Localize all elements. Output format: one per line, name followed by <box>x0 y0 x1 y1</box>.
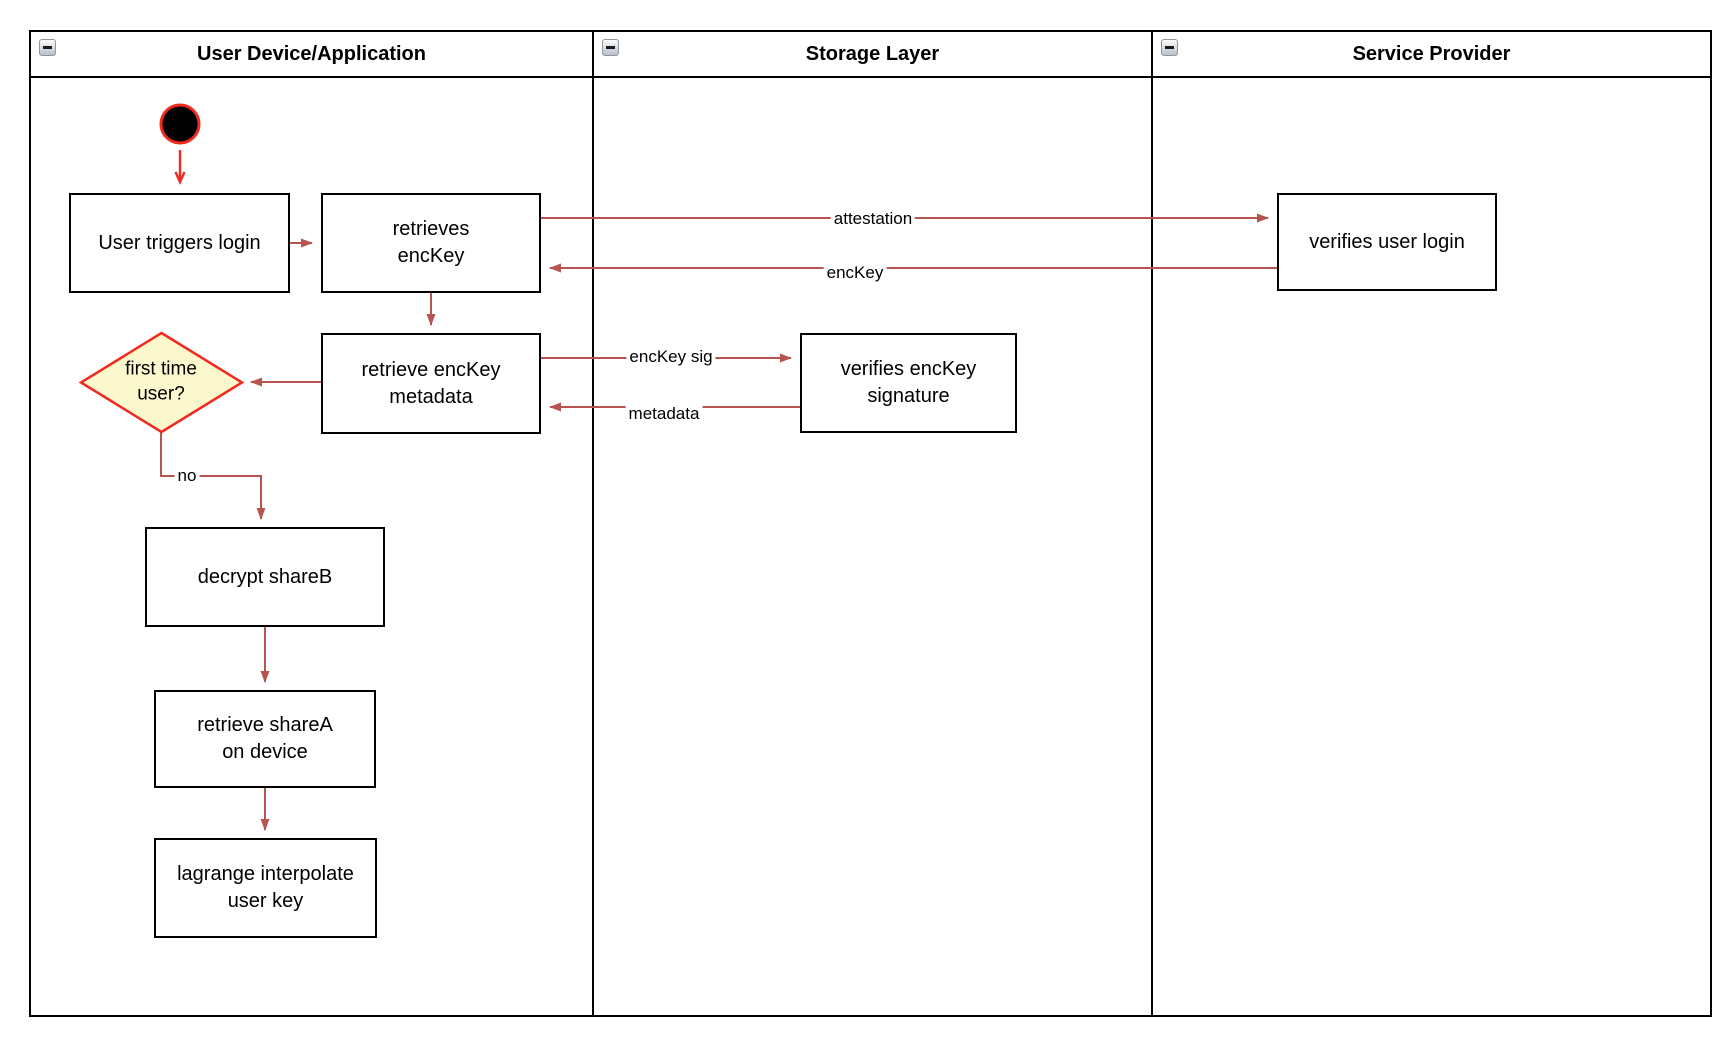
minus-glyph <box>606 46 615 49</box>
lane-storage-layer: Storage Layer <box>592 32 1151 1015</box>
node-user-triggers-login[interactable]: User triggers login <box>69 193 290 293</box>
edge-decision-no[interactable] <box>160 432 266 520</box>
node-retrieve-sharea-on-device[interactable]: retrieve shareA on device <box>154 690 376 788</box>
lane-service-provider: Service Provider <box>1151 32 1710 1015</box>
node-lagrange-interpolate-user-key[interactable]: lagrange interpolate user key <box>154 838 377 938</box>
decision-diamond[interactable] <box>78 331 245 434</box>
lane-user-device-application: User Device/Application <box>31 32 592 1015</box>
lane-title: Service Provider <box>1352 42 1511 65</box>
collapse-icon[interactable] <box>39 39 56 56</box>
lane-header-service-provider: Service Provider <box>1153 32 1710 78</box>
edge-label-attestation[interactable]: attestation <box>830 209 916 229</box>
node-decrypt-shareb[interactable]: decrypt shareB <box>145 527 385 627</box>
swimlane-pool: User Device/Application Storage Layer Se… <box>29 30 1712 1017</box>
lane-header-storage-layer: Storage Layer <box>594 32 1151 78</box>
edge-label-enckey-sig[interactable]: encKey sig <box>626 347 716 367</box>
minus-glyph <box>1165 46 1174 49</box>
collapse-icon[interactable] <box>602 39 619 56</box>
lane-title: User Device/Application <box>197 42 426 65</box>
start-node[interactable] <box>159 103 201 145</box>
lane-header-user-device-application: User Device/Application <box>31 32 592 78</box>
node-verifies-user-login[interactable]: verifies user login <box>1277 193 1497 291</box>
lane-title: Storage Layer <box>805 42 940 65</box>
edge-label-enckey[interactable]: encKey <box>823 263 887 283</box>
edge-label-no[interactable]: no <box>174 466 200 486</box>
minus-glyph <box>43 46 52 49</box>
node-retrieves-enckey[interactable]: retrieves encKey <box>321 193 541 293</box>
collapse-icon[interactable] <box>1161 39 1178 56</box>
edge-label-metadata[interactable]: metadata <box>625 404 703 424</box>
node-verifies-enckey-signature[interactable]: verifies encKey signature <box>800 333 1017 433</box>
node-retrieve-enckey-metadata[interactable]: retrieve encKey metadata <box>321 333 541 434</box>
decision-label: first time user? <box>125 358 197 404</box>
